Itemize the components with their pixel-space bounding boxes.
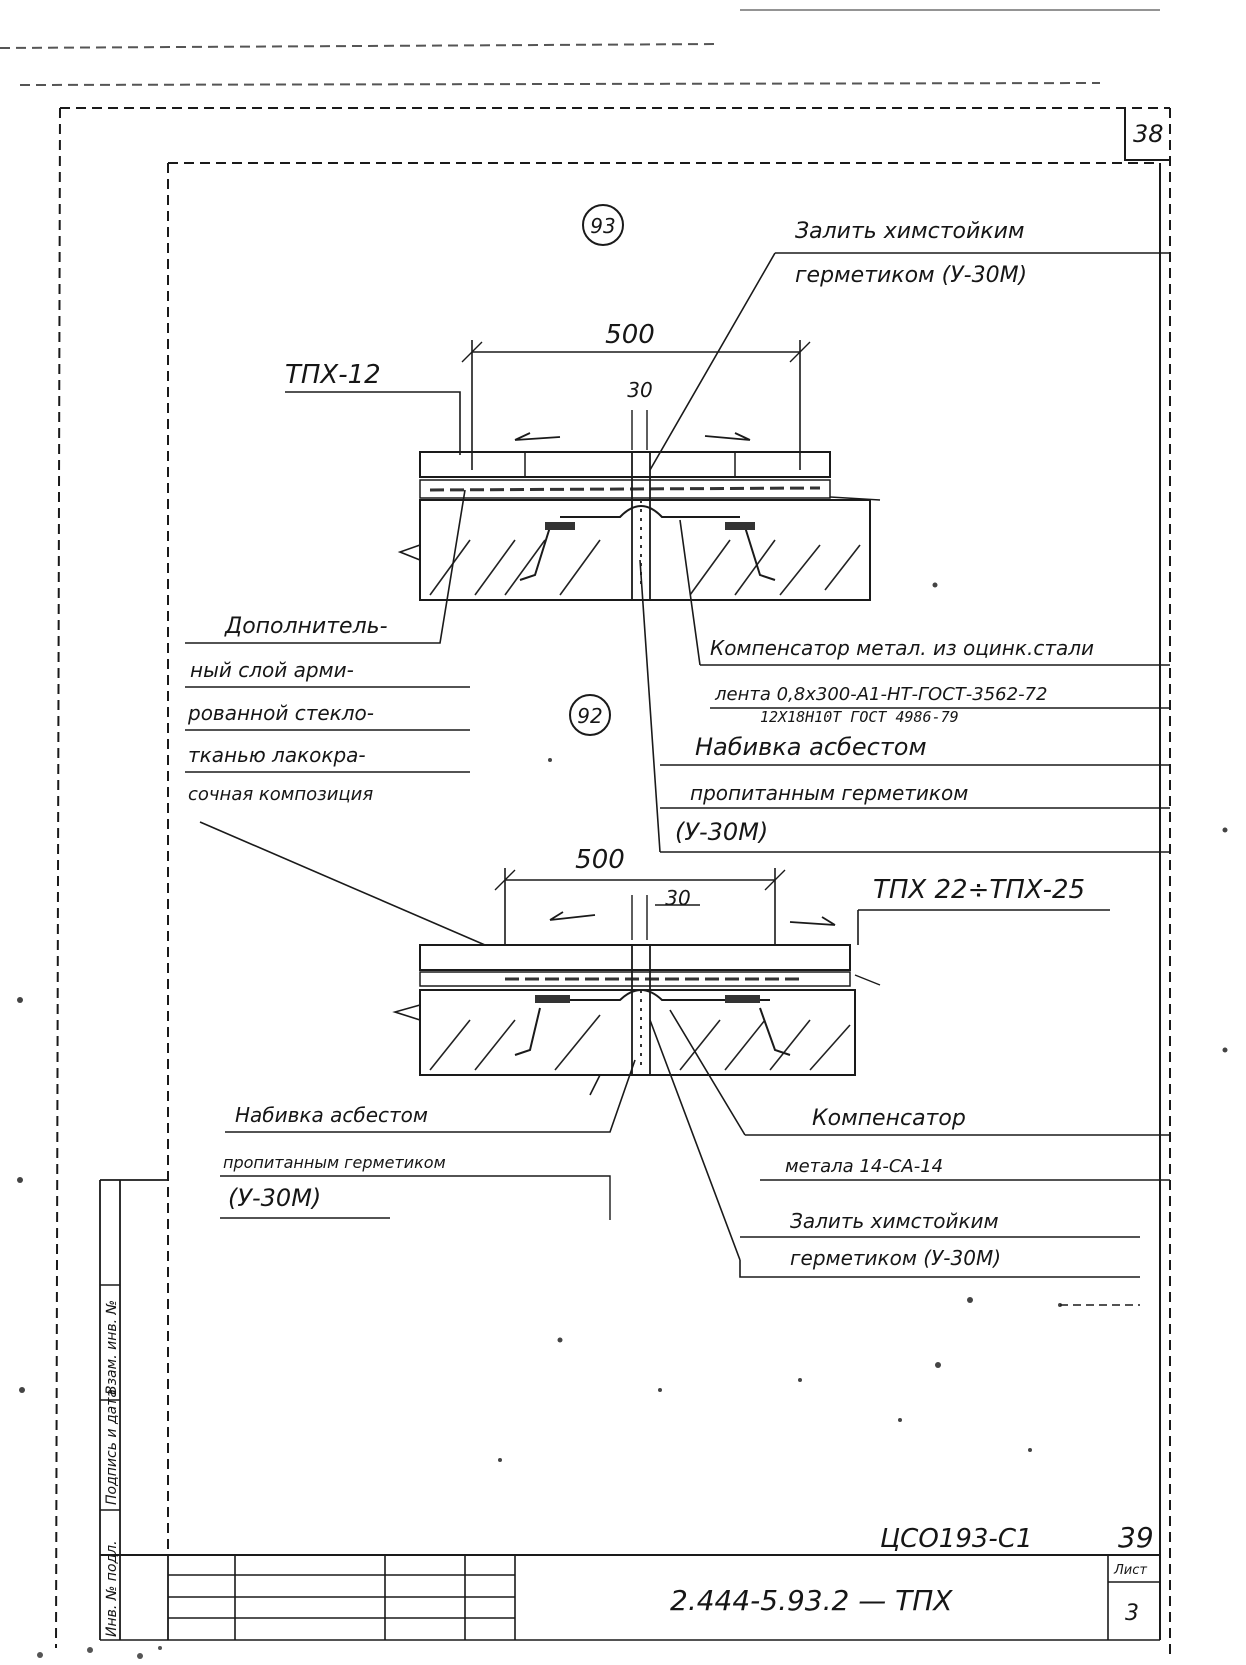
scan-dots xyxy=(17,582,1228,1462)
dimension-upper-width: 500 xyxy=(605,320,655,350)
dimension-lower-500: 500 30 xyxy=(494,845,786,945)
node-marker-upper-label: 93 xyxy=(590,214,615,238)
svg-text:12Х18Н10Т ГОСТ 4986-79: 12Х18Н10Т ГОСТ 4986-79 xyxy=(760,708,959,726)
scan-noise-bottom xyxy=(37,1646,162,1659)
svg-text:герметиком (У-30М): герметиком (У-30М) xyxy=(795,263,1027,288)
page-corner-number: 38 xyxy=(1133,120,1164,148)
callout-seal-lower: Залить химстойким герметиком (У-30М) xyxy=(649,1019,1140,1278)
node-lower: 92 500 30 ТПХ 22÷ТПХ-25 xyxy=(220,694,1170,1278)
scan-noise-top xyxy=(0,9,1160,86)
svg-text:Набивка асбестом: Набивка асбестом xyxy=(695,733,927,761)
svg-text:Подпись и дата: Подпись и дата xyxy=(104,1389,120,1505)
svg-text:(У-30М): (У-30М) xyxy=(228,1184,321,1212)
svg-text:Набивка асбестом: Набивка асбестом xyxy=(235,1103,428,1127)
callout-packing-lower: Набивка асбестом пропитанным герметиком … xyxy=(220,1059,636,1220)
dimension-lower-gap: 30 xyxy=(665,886,690,910)
outer-frame xyxy=(55,107,1171,1655)
svg-text:пропитанным герметиком: пропитанным герметиком xyxy=(223,1153,446,1172)
inner-frame xyxy=(100,162,1161,1641)
node-marker-lower xyxy=(569,694,611,736)
svg-text:Залить химстойким: Залить химстойким xyxy=(790,1209,999,1233)
svg-text:сочная композиция: сочная композиция xyxy=(188,784,373,805)
svg-text:Взам. инв. №: Взам. инв. № xyxy=(104,1300,120,1395)
sheet-label: Лист xyxy=(1113,1563,1147,1578)
svg-text:Дополнитель-: Дополнитель- xyxy=(224,614,388,639)
svg-text:Инв. № подл.: Инв. № подл. xyxy=(104,1540,120,1637)
brand-label-lower: ТПХ 22÷ТПХ-25 xyxy=(873,875,1085,905)
svg-text:Компенсатор: Компенсатор xyxy=(812,1106,966,1131)
callout-compensator-upper: Компенсатор метал. из оцинк.стали лента … xyxy=(679,519,1170,726)
dimension-upper-gap: 30 xyxy=(627,378,652,402)
node-marker-lower-label: 92 xyxy=(577,704,602,728)
dimension-upper-500: 500 30 xyxy=(461,320,811,470)
svg-text:Компенсатор метал. из оцинк.ст: Компенсатор метал. из оцинк.стали xyxy=(710,636,1094,660)
side-stamp: Инв. № подл. Подпись и дата Взам. инв. № xyxy=(99,1179,168,1640)
svg-text:(У-30М): (У-30М) xyxy=(675,818,768,846)
title-block: 2.444-5.93.2 — ТПХ Лист 3 xyxy=(167,1555,1160,1640)
svg-text:герметиком (У-30М): герметиком (У-30М) xyxy=(790,1246,1001,1270)
svg-text:лента 0,8х300-А1-НТ-ГОСТ-3562-: лента 0,8х300-А1-НТ-ГОСТ-3562-72 xyxy=(714,684,1047,705)
svg-text:Залить химстойким: Залить химстойким xyxy=(795,219,1025,244)
svg-text:рованной стекло-: рованной стекло- xyxy=(187,701,374,725)
callout-packing-upper: Набивка асбестом пропитанным герметиком … xyxy=(639,559,1170,853)
svg-text:тканью лакокра-: тканью лакокра- xyxy=(188,743,366,767)
svg-text:ный слой арми-: ный слой арми- xyxy=(190,658,354,682)
doc-code: 2.444-5.93.2 — ТПХ xyxy=(670,1584,953,1617)
callout-extra-layer: Дополнитель- ный слой арми- рованной сте… xyxy=(185,489,486,946)
brand-label-upper: ТПХ-12 xyxy=(285,360,381,390)
sheet-number: 3 xyxy=(1125,1601,1139,1626)
svg-text:метала 14-СА-14: метала 14-СА-14 xyxy=(785,1156,943,1177)
callout-compensator-lower: Компенсатор метала 14-СА-14 xyxy=(669,1009,1170,1181)
archive-page: 39 xyxy=(1118,1521,1154,1554)
archive-number: ЦСО193-С1 xyxy=(880,1524,1033,1554)
svg-text:пропитанным герметиком: пропитанным герметиком xyxy=(690,781,968,805)
dimension-lower-width: 500 xyxy=(575,845,625,875)
node-upper: 93 500 30 ТПХ-12 xyxy=(285,204,1170,853)
node-marker-upper xyxy=(582,204,624,246)
callout-seal-upper: Залить химстойким герметиком (У-30М) xyxy=(649,219,1170,471)
